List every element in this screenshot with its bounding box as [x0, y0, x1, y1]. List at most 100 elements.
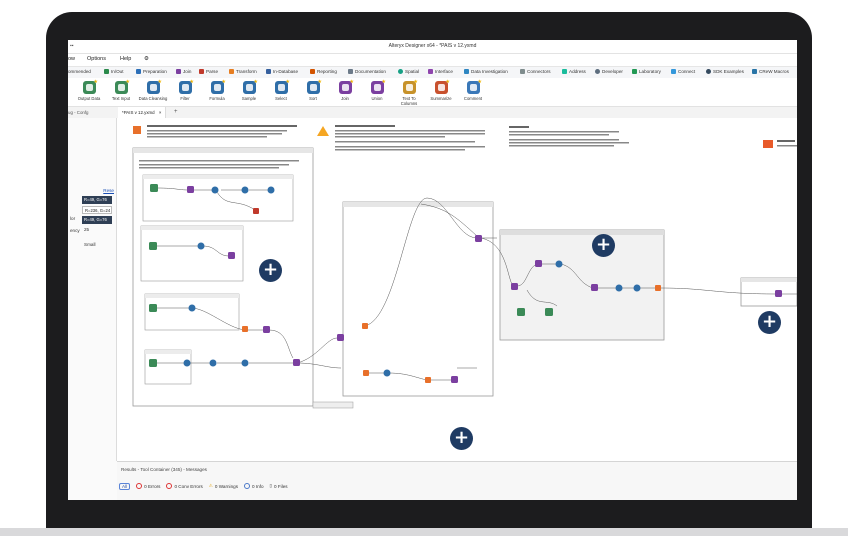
menu-options[interactable]: Options	[87, 56, 106, 62]
favorite-star-icon: ★	[93, 79, 98, 85]
sdk-examples-category-icon	[706, 69, 711, 74]
tool-comment[interactable]: Comment★	[463, 79, 483, 101]
comment-block[interactable]	[317, 125, 485, 151]
add-tab-button[interactable]: +	[174, 109, 178, 115]
category-tab-interface[interactable]: Interface	[428, 69, 453, 74]
text-to-columns-icon	[402, 81, 416, 94]
file-icon: ▯	[269, 483, 273, 488]
category-tab-in-database[interactable]: In-Database	[266, 69, 298, 74]
category-tab-transform[interactable]: Transform	[229, 69, 257, 74]
favorite-star-icon: ★	[285, 79, 290, 85]
category-tab-documentation[interactable]: Documentation	[348, 69, 386, 74]
category-tab-favorites[interactable]: ommended	[68, 69, 91, 74]
settings-icon[interactable]: ⚙	[144, 56, 149, 62]
tool-join[interactable]: Join★	[330, 79, 360, 101]
category-tab-preparation[interactable]: Preparation	[136, 69, 167, 74]
filter-warnings-button[interactable]: ⚠0 Warnings	[208, 483, 238, 489]
tool-container[interactable]	[144, 293, 240, 331]
add-icon[interactable]: +	[592, 234, 615, 257]
tool-container-header[interactable]	[133, 148, 313, 153]
menu-help[interactable]: Help	[120, 56, 132, 62]
category-tab-crew-macros[interactable]: CReW Macros	[752, 69, 789, 74]
comment-block[interactable]	[763, 140, 797, 148]
category-tab-connect[interactable]: Connect	[671, 69, 695, 74]
color-swatch-2[interactable]: R=236, G=24	[82, 206, 112, 214]
filter-conv-errors-button[interactable]: 0 Conv Errors	[166, 483, 203, 489]
filter-files-button[interactable]: ▯0 Files	[269, 483, 288, 489]
category-tab-laboratory[interactable]: Laboratory	[632, 69, 661, 74]
filter-errors-button[interactable]: 0 Errors	[136, 483, 160, 489]
color-label: lor	[70, 216, 76, 221]
tool-container[interactable]	[140, 225, 244, 282]
results-title: Results - Tool Container (345) - Message…	[121, 467, 207, 472]
tool-summarize[interactable]: Summarize★	[430, 79, 452, 101]
color-swatch-1[interactable]: R=49, G=76	[82, 196, 112, 204]
tab-pais-v12[interactable]: *PAIS v 12.yxmd ×	[118, 107, 167, 118]
tool-output-data[interactable]: Output Data★	[77, 79, 101, 101]
crew-macros-category-icon	[752, 69, 757, 74]
add-icon[interactable]: +	[450, 427, 473, 450]
category-tab-spatial[interactable]: Spatial	[398, 69, 419, 74]
category-tab-developer[interactable]: Developer	[595, 69, 623, 74]
category-tab-inout[interactable]: In/Out	[104, 69, 124, 74]
favorite-star-icon: ★	[317, 79, 322, 85]
window-title: Alteryx Designer x64 - *PAIS v 12.yxmd	[388, 43, 477, 49]
category-tab-reporting[interactable]: Reporting	[310, 69, 337, 74]
category-tab-address[interactable]: Address	[562, 69, 586, 74]
tool-container[interactable]	[342, 201, 494, 397]
formula-icon	[210, 81, 224, 94]
conversion-error-icon	[166, 483, 173, 489]
text-input-icon	[114, 81, 128, 94]
window-menu-icon[interactable]: ▪▪	[70, 43, 74, 49]
comment-block[interactable]	[509, 126, 629, 147]
tool-data-cleansing[interactable]: Data Cleansing★	[138, 79, 168, 101]
tool-container[interactable]	[740, 277, 797, 307]
menu-view[interactable]: ow	[68, 56, 76, 62]
tool-nodes[interactable]	[149, 184, 782, 383]
filter-icon	[178, 81, 192, 94]
select-icon	[274, 81, 288, 94]
workflow-canvas[interactable]: + + + +	[117, 118, 797, 461]
size-value[interactable]: Small	[84, 242, 96, 247]
tool-select[interactable]: Select★	[274, 79, 290, 101]
category-tab-sdk-examples[interactable]: SDK Examples	[706, 69, 744, 74]
inout-category-icon	[104, 69, 109, 74]
filter-info-button[interactable]: 0 Info	[244, 483, 264, 489]
tool-sort[interactable]: Sort★	[298, 79, 328, 101]
favorite-star-icon: ★	[477, 79, 482, 85]
sample-icon	[242, 81, 256, 94]
category-tab-data-investigation[interactable]: Data Investigation	[464, 69, 508, 74]
data-investigation-category-icon	[464, 69, 469, 74]
results-panel: Results - Tool Container (345) - Message…	[117, 461, 797, 500]
transparency-label: ency	[70, 228, 80, 233]
category-tab-connectors[interactable]: Connectors	[520, 69, 551, 74]
tool-container[interactable]	[142, 174, 294, 222]
transparency-value[interactable]: 25	[84, 227, 90, 232]
comment-block[interactable]	[133, 125, 297, 138]
tool-container[interactable]	[499, 229, 665, 341]
favorite-star-icon: ★	[125, 79, 130, 85]
tool-union[interactable]: Union★	[370, 79, 386, 101]
favorite-star-icon: ★	[445, 79, 450, 85]
tool-container[interactable]	[132, 147, 314, 407]
tool-formula[interactable]: Formula★	[209, 79, 226, 101]
parse-category-icon	[199, 69, 204, 74]
add-icon[interactable]: +	[259, 259, 282, 282]
laptop-base	[0, 528, 848, 536]
category-tab-join[interactable]: Join	[176, 69, 191, 74]
config-panel-label: ug - Confg	[68, 110, 89, 115]
category-tab-parse[interactable]: Parse	[199, 69, 218, 74]
close-tab-icon[interactable]: ×	[158, 110, 162, 115]
preparation-category-icon	[136, 69, 141, 74]
tool-container[interactable]	[312, 401, 354, 409]
tool-text-input[interactable]: Text Input★	[111, 79, 131, 101]
tool-sample[interactable]: Sample★	[241, 79, 258, 101]
tool-text-to-columns[interactable]: Text To Columns★	[400, 79, 418, 106]
reset-link[interactable]: Rese	[103, 188, 114, 193]
filter-all-button[interactable]: All	[119, 482, 131, 490]
tool-category-tabs: ommended In/Out Preparation Join Parse T…	[68, 66, 797, 79]
menu-bar: ow Options Help ⚙ ⌕ Search for tools, he…	[68, 53, 797, 78]
tool-filter[interactable]: Filter★	[178, 79, 194, 101]
add-icon[interactable]: +	[758, 311, 781, 334]
color-swatch-3[interactable]: R=49, G=76	[82, 216, 112, 224]
